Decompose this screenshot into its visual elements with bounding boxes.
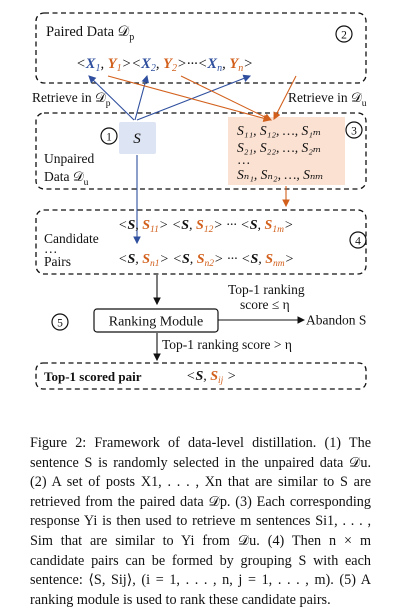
unpaired-data-label-2: Data 𝒟u — [44, 169, 89, 188]
retrieve-in-du-label: Retrieve in 𝒟u — [288, 90, 367, 109]
blue-retrieve-arrows — [88, 74, 252, 245]
svg-text:4: 4 — [355, 236, 361, 248]
paired-data-box — [35, 12, 367, 84]
scored-pair-label: Top-1 scored pair — [44, 369, 142, 384]
ranking-module-label: Ranking Module — [109, 315, 204, 330]
abandon-label: Abandon S — [306, 313, 366, 328]
framework-diagram: Paired Data 𝒟p 2 <X1, Y1><X2, Y2>···<Xn,… — [32, 12, 367, 390]
candidate-row-1: <S, S11> <S, S12> ··· <S, S1m> — [118, 218, 293, 235]
candidate-dots: … — [44, 241, 58, 256]
retrieved-row-4: Sₙ₁, Sₙ₂, …, Sₙₘ — [237, 167, 324, 182]
paired-sequence: <X1, Y1><X2, Y2>···<Xn, Yn> — [76, 56, 253, 74]
caption-text: Figure 2: Framework of data-level distil… — [30, 435, 371, 608]
scored-pair-value: <S, Sij > — [186, 369, 236, 386]
svg-text:5: 5 — [57, 318, 63, 330]
candidate-label: Candidate — [44, 231, 99, 246]
step-3-badge — [345, 121, 363, 139]
candidate-row-2: <S, Sn1> <S, Sn2> ··· <S, Snm> — [118, 252, 294, 269]
top1-low-text-1: Top-1 ranking — [228, 282, 305, 297]
step-5-badge — [51, 313, 69, 331]
paired-data-label: Paired Data 𝒟p — [46, 24, 134, 43]
scored-pair-box — [35, 362, 367, 390]
retrieved-sentences-box — [228, 117, 345, 185]
step-1-badge — [100, 127, 118, 145]
top1-high-text: Top-1 ranking score > η — [162, 337, 292, 352]
step-4-badge — [349, 231, 367, 249]
svg-text:3: 3 — [351, 126, 357, 138]
unpaired-data-box — [35, 112, 367, 190]
top1-low-text-2: score ≤ η — [240, 297, 290, 312]
pairs-label: Pairs — [44, 254, 71, 269]
retrieved-row-1: S₁₁, S₁₂, …, S₁ₘ — [237, 123, 321, 138]
retrieved-row-3: … — [237, 152, 251, 167]
orange-retrieve-arrows — [107, 75, 297, 208]
s-sentence-box — [119, 122, 156, 154]
unpaired-data-label: Unpaired — [44, 151, 94, 166]
retrieved-row-2: S₂₁, S₂₂, …, S₂ₘ — [237, 140, 321, 155]
s-sentence-label: S — [133, 131, 141, 147]
svg-text:2: 2 — [341, 30, 347, 42]
figure-caption: Figure 2: Framework of data-level distil… — [30, 434, 371, 610]
step-2-badge — [335, 25, 353, 43]
svg-text:1: 1 — [106, 132, 112, 144]
retrieve-in-dp-label: Retrieve in 𝒟p — [32, 90, 111, 109]
